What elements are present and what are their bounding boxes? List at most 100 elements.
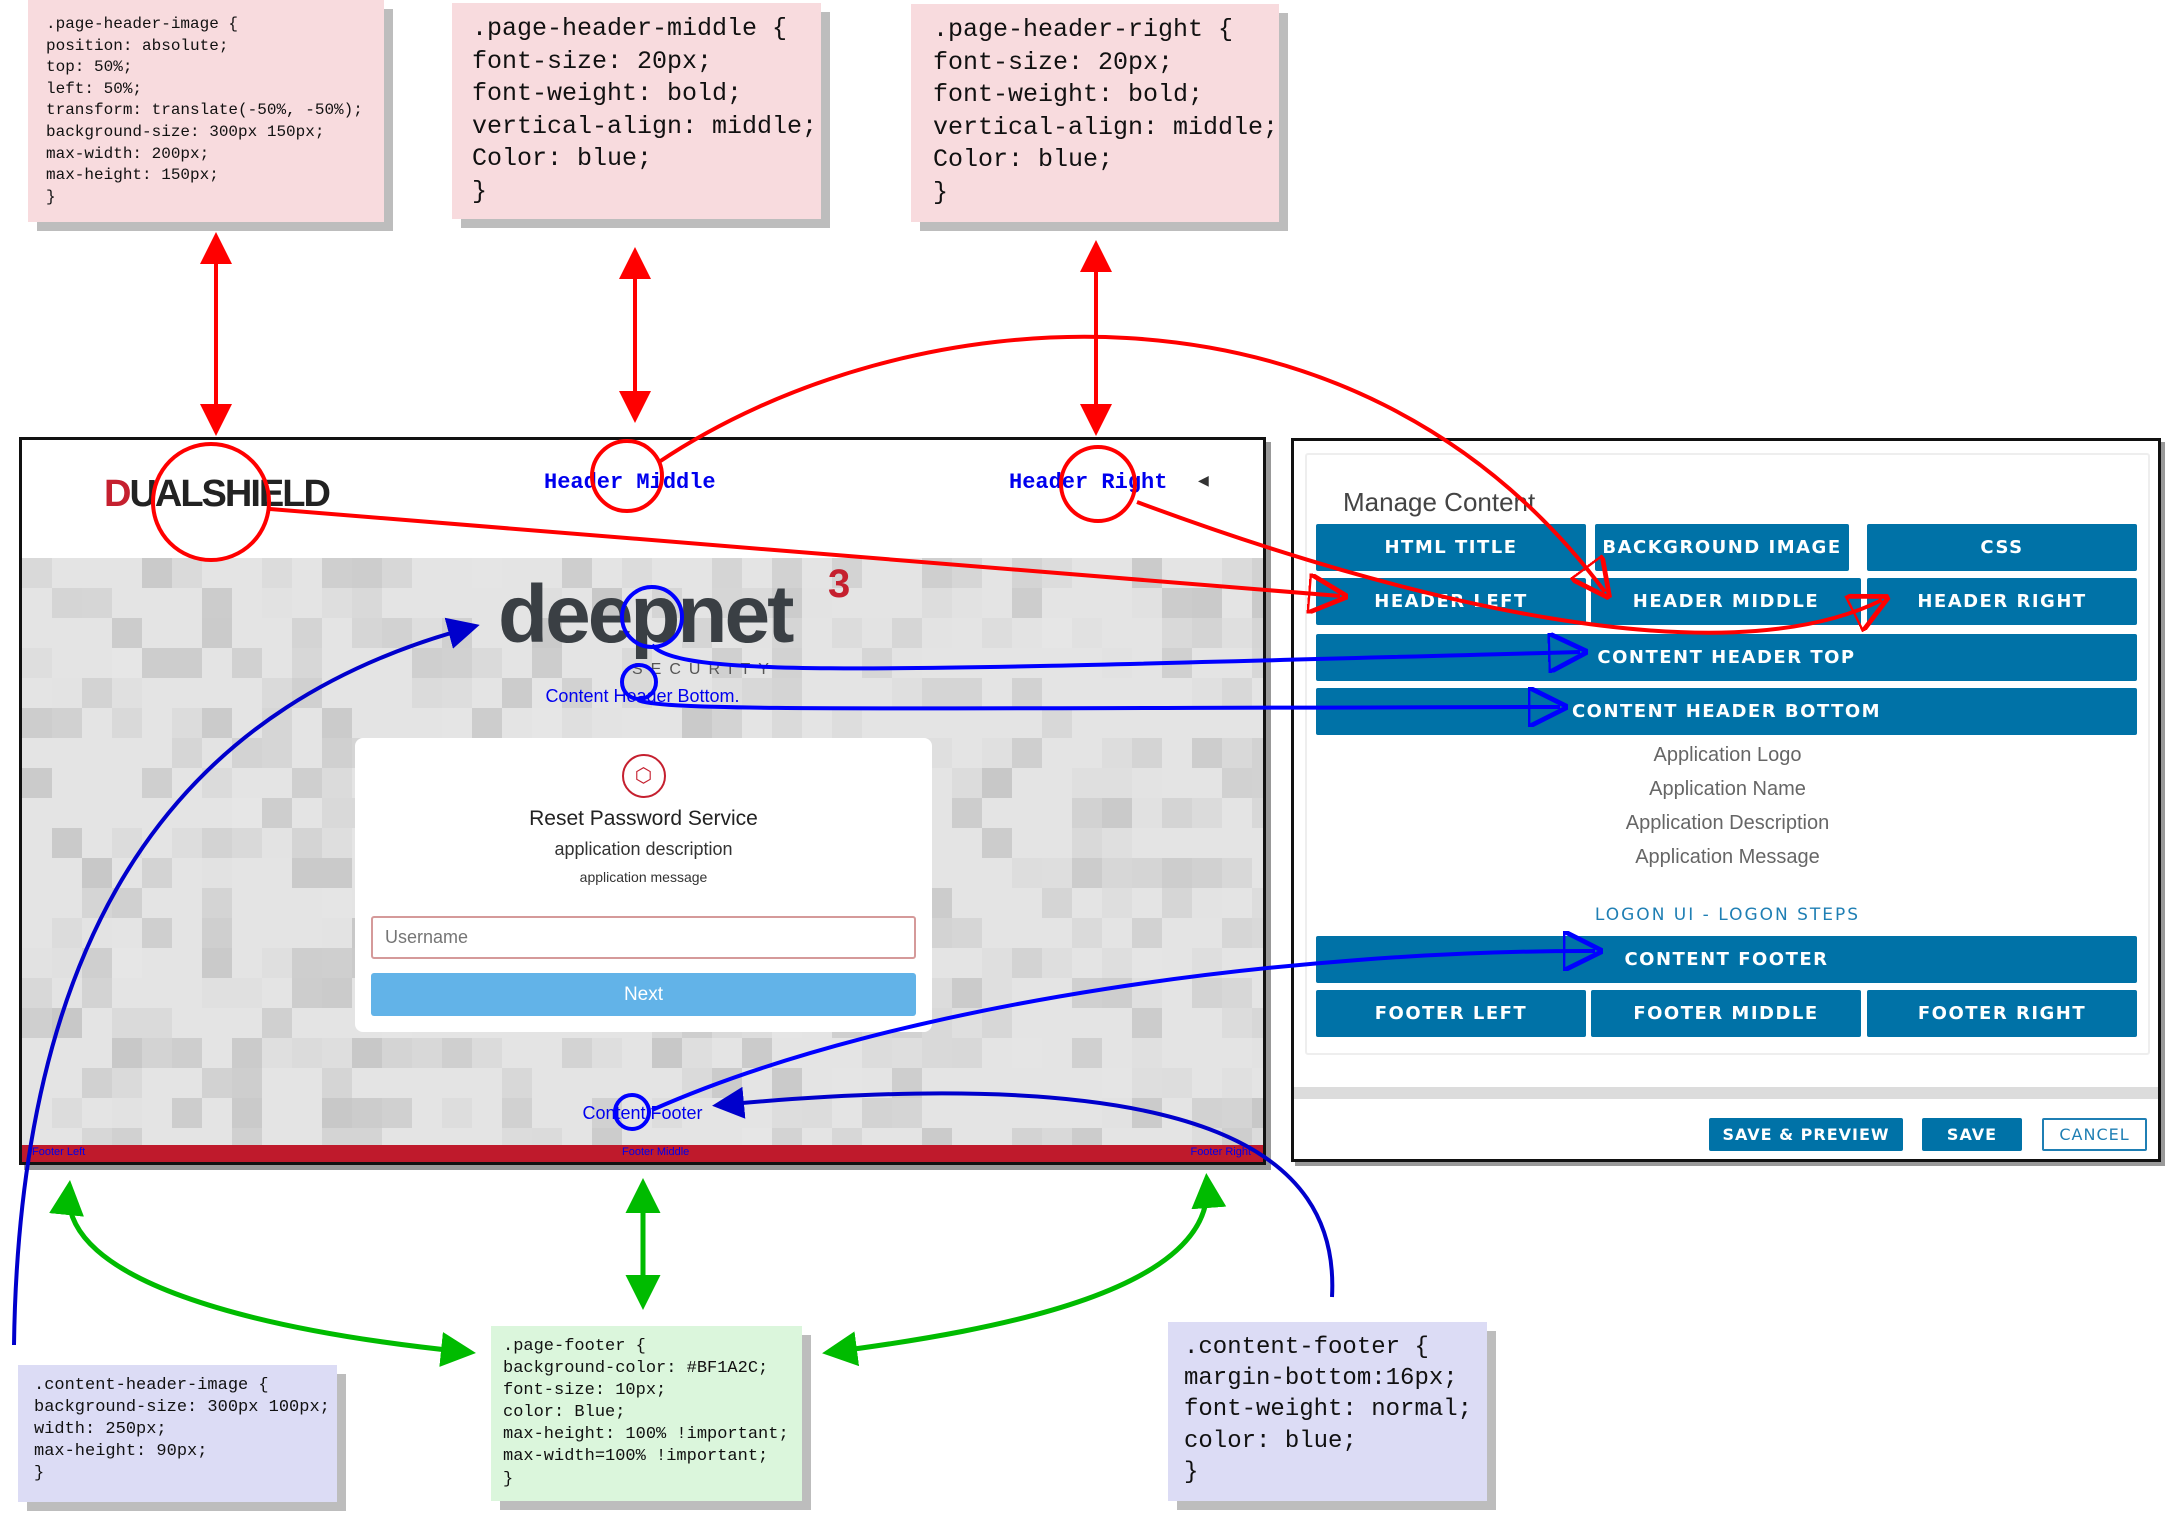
footer-middle: Footer Middle bbox=[622, 1146, 690, 1158]
mosaic-tile bbox=[952, 978, 982, 1008]
mosaic-tile bbox=[292, 978, 322, 1008]
mosaic-tile bbox=[22, 948, 52, 978]
mosaic-tile bbox=[232, 1038, 262, 1068]
next-button[interactable]: Next bbox=[371, 973, 916, 1016]
mosaic-tile bbox=[712, 1068, 742, 1098]
footer-middle-button[interactable]: FOOTER MIDDLE bbox=[1591, 990, 1861, 1037]
mosaic-tile bbox=[172, 648, 202, 678]
html-title-button[interactable]: HTML TITLE bbox=[1316, 524, 1586, 571]
mosaic-tile bbox=[322, 708, 352, 738]
cancel-button[interactable]: CANCEL bbox=[2042, 1118, 2147, 1151]
content-header-bottom: Content Header Bottom. bbox=[545, 686, 740, 706]
application-message-link[interactable]: Application Message bbox=[1635, 846, 1820, 868]
header-left-button[interactable]: HEADER LEFT bbox=[1316, 578, 1586, 625]
mosaic-tile bbox=[1102, 858, 1132, 888]
mosaic-tile bbox=[1012, 858, 1042, 888]
mosaic-tile bbox=[382, 1038, 412, 1068]
content-header-top-button[interactable]: CONTENT HEADER TOP bbox=[1316, 634, 2137, 681]
caret-left-icon[interactable]: ◀ bbox=[1198, 472, 1209, 488]
mosaic-tile bbox=[412, 1038, 442, 1068]
mosaic-tile bbox=[1192, 618, 1222, 648]
mosaic-tile bbox=[82, 1068, 112, 1098]
mosaic-tile bbox=[352, 558, 382, 588]
mosaic-tile bbox=[232, 828, 262, 858]
mosaic-tile bbox=[322, 978, 352, 1008]
app-description: application description bbox=[554, 839, 733, 860]
mosaic-tile bbox=[1072, 828, 1102, 858]
footer-right-button[interactable]: FOOTER RIGHT bbox=[1867, 990, 2137, 1037]
mosaic-tile bbox=[562, 1038, 592, 1068]
note-page-footer: .page-footer { background-color: #BF1A2C… bbox=[491, 1326, 802, 1501]
application-logo-link[interactable]: Application Logo bbox=[1653, 744, 1802, 766]
header-right-button[interactable]: HEADER RIGHT bbox=[1867, 578, 2137, 625]
mosaic-tile bbox=[862, 1038, 892, 1068]
mosaic-tile bbox=[1192, 888, 1222, 918]
save-button[interactable]: SAVE bbox=[1922, 1118, 2022, 1151]
mosaic-tile bbox=[1132, 738, 1162, 768]
mosaic-tile bbox=[262, 948, 292, 978]
mosaic-tile bbox=[982, 768, 1012, 798]
mosaic-tile bbox=[832, 1068, 862, 1098]
mosaic-tile bbox=[442, 618, 472, 648]
content-footer: Content Footer bbox=[582, 1103, 703, 1123]
mosaic-tile bbox=[1222, 978, 1252, 1008]
mosaic-tile bbox=[112, 648, 142, 678]
mosaic-tile bbox=[52, 1008, 82, 1038]
application-name-link[interactable]: Application Name bbox=[1649, 778, 1806, 800]
mosaic-tile bbox=[52, 828, 82, 858]
mosaic-tile bbox=[1102, 948, 1132, 978]
mosaic-tile bbox=[1132, 918, 1162, 948]
deepnet-logo-mark: 3 bbox=[828, 562, 851, 606]
application-description-link[interactable]: Application Description bbox=[1625, 812, 1830, 834]
login-card: ⬡ Reset Password Service application des… bbox=[355, 738, 932, 1032]
content-footer-button[interactable]: CONTENT FOOTER bbox=[1316, 936, 2137, 983]
mosaic-tile bbox=[1042, 558, 1072, 588]
css-button[interactable]: CSS bbox=[1867, 524, 2137, 571]
mosaic-tile bbox=[112, 798, 142, 828]
content-header-bottom-button[interactable]: CONTENT HEADER BOTTOM bbox=[1316, 688, 2137, 735]
mosaic-tile bbox=[1072, 1038, 1102, 1068]
mosaic-tile bbox=[52, 948, 82, 978]
mosaic-tile bbox=[172, 708, 202, 738]
mosaic-tile bbox=[22, 978, 52, 1008]
mosaic-tile bbox=[1102, 798, 1132, 828]
mosaic-tile bbox=[202, 918, 232, 948]
mosaic-tile bbox=[172, 558, 202, 588]
mosaic-tile bbox=[1042, 858, 1072, 888]
footer-left-button[interactable]: FOOTER LEFT bbox=[1316, 990, 1586, 1037]
mosaic-tile bbox=[142, 918, 172, 948]
dialog-title: Manage Content bbox=[1343, 487, 1536, 517]
mosaic-tile bbox=[1072, 618, 1102, 648]
header-middle-button[interactable]: HEADER MIDDLE bbox=[1591, 578, 1861, 625]
mosaic-tile bbox=[1102, 888, 1132, 918]
mosaic-tile bbox=[502, 1098, 532, 1128]
mosaic-tile bbox=[262, 1008, 292, 1038]
mosaic-tile bbox=[82, 978, 112, 1008]
mosaic-tile bbox=[1132, 1008, 1162, 1038]
mosaic-tile bbox=[112, 708, 142, 738]
mosaic-tile bbox=[1042, 948, 1072, 978]
mosaic-tile bbox=[292, 588, 322, 618]
mosaic-tile bbox=[442, 1038, 472, 1068]
mosaic-tile bbox=[1072, 798, 1102, 828]
mosaic-tile bbox=[562, 708, 592, 738]
username-input[interactable] bbox=[371, 916, 916, 959]
mosaic-tile bbox=[52, 918, 82, 948]
mosaic-tile bbox=[682, 708, 712, 738]
mosaic-tile bbox=[82, 858, 112, 888]
mosaic-tile bbox=[1252, 1038, 1263, 1068]
mosaic-tile bbox=[1222, 858, 1252, 888]
logon-steps-link[interactable]: LOGON UI - LOGON STEPS bbox=[1594, 905, 1861, 925]
mosaic-tile bbox=[472, 648, 502, 678]
mosaic-tile bbox=[322, 738, 352, 768]
mosaic-tile bbox=[862, 648, 892, 678]
mosaic-tile bbox=[1132, 1038, 1162, 1068]
mosaic-tile bbox=[232, 798, 262, 828]
mosaic-tile bbox=[82, 888, 112, 918]
mosaic-tile bbox=[172, 948, 202, 978]
background-image-button[interactable]: BACKGROUND IMAGE bbox=[1595, 524, 1849, 571]
mosaic-tile bbox=[682, 1038, 712, 1068]
save-preview-button[interactable]: SAVE & PREVIEW bbox=[1709, 1118, 1903, 1151]
mosaic-tile bbox=[1252, 588, 1263, 618]
manage-content-card: Manage Content HTML TITLE BACKGROUND IMA… bbox=[1305, 453, 2150, 1055]
